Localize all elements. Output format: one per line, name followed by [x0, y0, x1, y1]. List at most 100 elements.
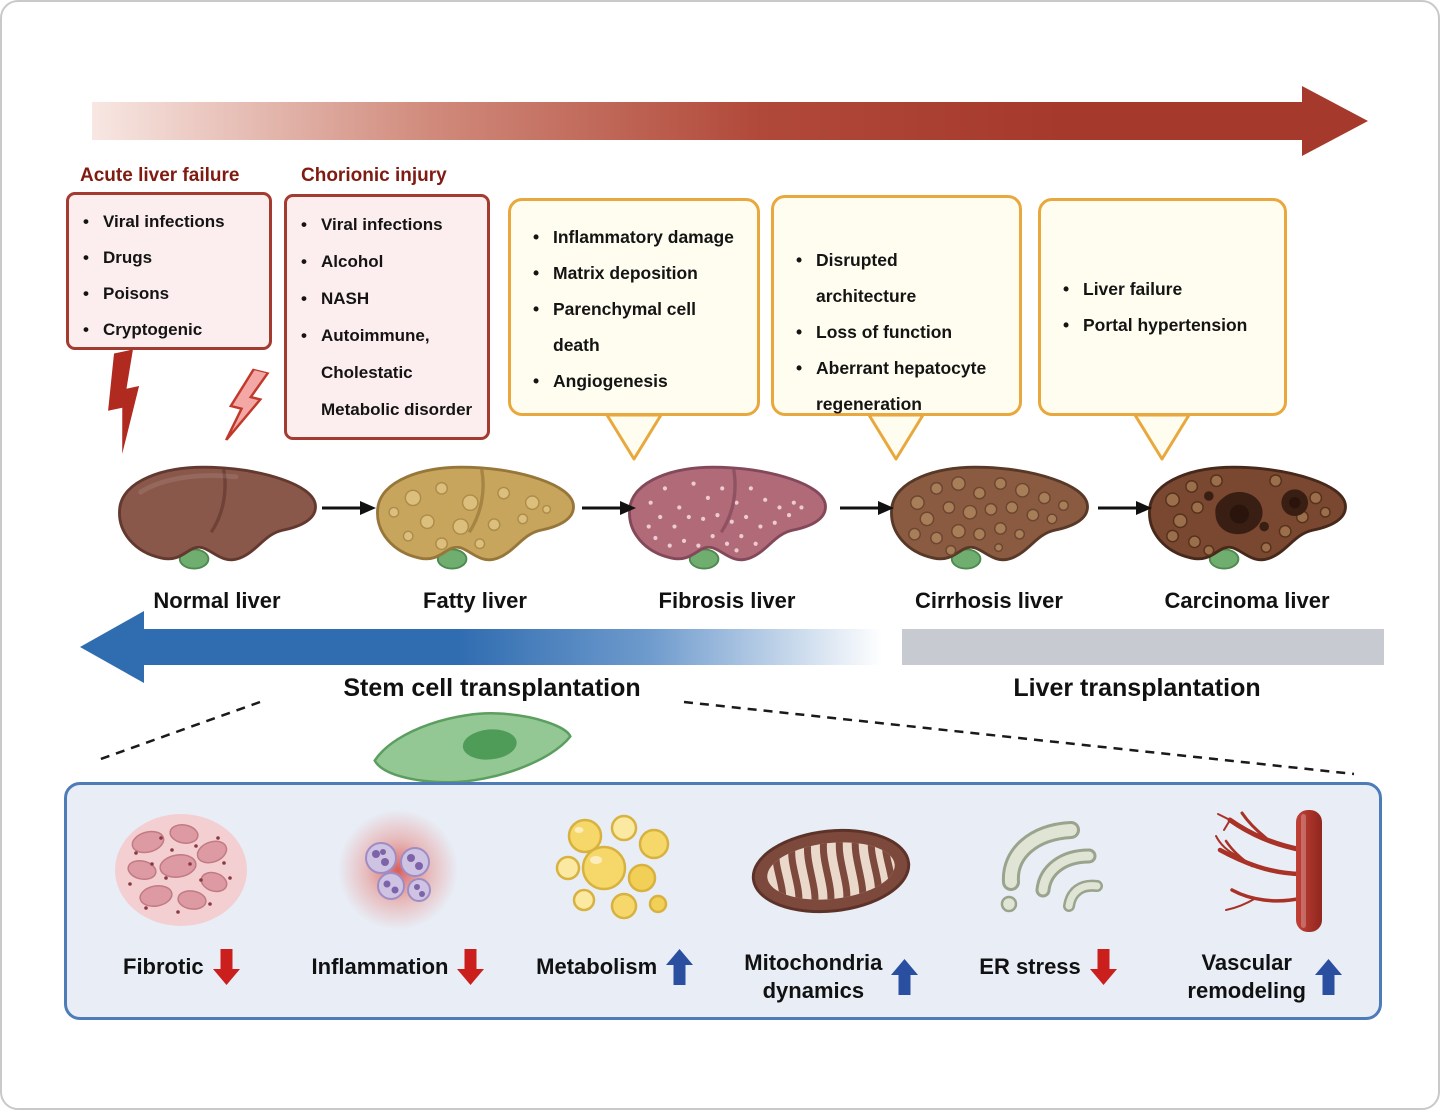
stage-item-label: Portal hypertension: [1083, 315, 1248, 335]
cause-item-label: Alcohol: [321, 252, 384, 271]
right-arrow-icon: [840, 501, 894, 515]
stage-item: Loss of function: [796, 314, 997, 350]
callout-tail-icon: [1133, 413, 1191, 461]
cause-item-label: Metabolic disorder: [321, 400, 473, 419]
down-arrow-icon: [457, 949, 485, 985]
fibrosis-liver-icon: [628, 465, 827, 570]
stage-item-label: Aberrant hepatocyte regeneration: [816, 358, 987, 414]
liver-transplantation-bar: [902, 629, 1384, 665]
effect-label: ER stress: [979, 954, 1081, 979]
fatty-liver-icon: [376, 465, 575, 570]
cause-item: NASH: [301, 280, 477, 317]
effect-label: Fibrotic: [123, 954, 204, 979]
stem-cell-transplantation-label: Stem cell transplantation: [343, 674, 641, 702]
cause-item: Cryptogenic: [83, 312, 259, 348]
normal-liver-icon: [118, 465, 317, 570]
dashed-connectors: [97, 700, 1355, 776]
liver-stage-label: Fatty liver: [423, 588, 527, 613]
carcinoma-liver-icon: [1148, 465, 1347, 570]
fibrosis-features-box: Inflammatory damage Matrix deposition Pa…: [508, 198, 760, 416]
cause-item: Metabolic disorder: [301, 391, 477, 428]
endoplasmic-reticulum-icon: [973, 797, 1123, 945]
lightning-bolt-icon: [108, 349, 140, 454]
lipid-droplets-icon: [540, 797, 690, 945]
stem-cell-effects-panel: Fibrotic: [64, 782, 1382, 1020]
right-arrow-icon: [322, 501, 376, 515]
cause-item-label: Drugs: [103, 248, 153, 267]
effect-label-line: Mitochondria: [744, 950, 883, 975]
cause-item-label: Autoimmune,: [321, 326, 430, 345]
stem-cell-icon: [373, 712, 572, 784]
cause-item-label: Viral infections: [321, 215, 443, 234]
stage-item: Aberrant hepatocyte regeneration: [796, 350, 997, 422]
inflammation-cells-icon: [323, 797, 473, 945]
right-arrow-icon: [582, 501, 636, 515]
cause-item-label: Cryptogenic: [103, 320, 203, 339]
stage-item-label: Parenchymal cell death: [553, 299, 696, 355]
disease-progression-arrowhead-icon: [1302, 86, 1368, 156]
liver-transplantation-label: Liver transplantation: [1013, 674, 1261, 702]
stage-item: Portal hypertension: [1063, 307, 1262, 343]
stage-item-label: Matrix deposition: [553, 263, 698, 283]
effect-metabolism: Metabolism: [506, 797, 723, 1009]
mitochondria-icon: [743, 797, 919, 945]
effect-label-line: remodeling: [1187, 978, 1306, 1003]
liver-stage-label: Normal liver: [153, 588, 281, 613]
down-arrow-icon: [1089, 949, 1117, 985]
up-arrow-icon: [891, 959, 919, 995]
stage-item-label: Angiogenesis: [553, 371, 668, 391]
effect-label: Mitochondria dynamics: [744, 949, 882, 1005]
cause-item: Viral infections: [83, 204, 259, 240]
effect-vascular-remodeling: Vascular remodeling: [1156, 797, 1373, 1009]
cause-item-label: Viral infections: [103, 212, 225, 231]
cause-item: Viral infections: [301, 206, 477, 243]
right-arrow-icon: [1098, 501, 1152, 515]
cause-item: Poisons: [83, 276, 259, 312]
liver-stage-label: Carcinoma liver: [1164, 588, 1330, 613]
fibrotic-tissue-icon: [106, 797, 256, 945]
effect-label: Metabolism: [536, 954, 658, 979]
stage-item-label: Inflammatory damage: [553, 227, 734, 247]
blood-vessel-icon: [1190, 797, 1340, 945]
stage-item: Angiogenesis: [533, 363, 735, 399]
cause-item: Drugs: [83, 240, 259, 276]
chorionic-injury-title: Chorionic injury: [301, 165, 447, 186]
stage-item: Matrix deposition: [533, 255, 735, 291]
up-arrow-icon: [666, 949, 694, 985]
effect-label-line: dynamics: [762, 978, 865, 1003]
effect-label: Vascular remodeling: [1187, 949, 1306, 1005]
effect-mitochondria-dynamics: Mitochondria dynamics: [723, 797, 940, 1009]
liver-stage-label: Fibrosis liver: [658, 588, 796, 613]
stage-item-label: Loss of function: [816, 322, 953, 342]
stem-cell-arrowhead-icon: [80, 611, 144, 683]
cirrhosis-features-box: Disrupted architecture Loss of function …: [771, 195, 1022, 416]
disease-progression-arrow: [92, 102, 1304, 140]
effect-inflammation: Inflammation: [290, 797, 507, 1009]
acute-liver-failure-box: Viral infections Drugs Poisons Cryptogen…: [66, 192, 272, 350]
chorionic-injury-box: Viral infections Alcohol NASH Autoimmune…: [284, 194, 490, 440]
stage-item: Inflammatory damage: [533, 219, 735, 255]
effect-er-stress: ER stress: [940, 797, 1157, 1009]
cause-item-label: Poisons: [103, 284, 170, 303]
cause-item-label: NASH: [321, 289, 370, 308]
stage-item-label: Liver failure: [1083, 279, 1183, 299]
effect-label-line: Vascular: [1201, 950, 1292, 975]
effect-label: Inflammation: [311, 954, 449, 979]
cause-item: Autoimmune,: [301, 317, 477, 354]
up-arrow-icon: [1314, 959, 1342, 995]
stem-cell-transplantation-arrow: [142, 629, 890, 665]
stage-item-label: Disrupted architecture: [816, 250, 917, 306]
cirrhosis-liver-icon: [890, 465, 1089, 570]
down-arrow-icon: [212, 949, 240, 985]
lightning-bolt-icon: [225, 367, 271, 441]
carcinoma-features-box: Liver failure Portal hypertension: [1038, 198, 1287, 416]
stage-item: Parenchymal cell death: [533, 291, 735, 363]
liver-stage-label: Cirrhosis liver: [915, 588, 1063, 613]
acute-liver-failure-title: Acute liver failure: [80, 165, 240, 186]
callout-tail-icon: [867, 413, 925, 461]
cause-item-label: Cholestatic: [321, 363, 413, 382]
callout-tail-icon: [605, 413, 663, 461]
effect-fibrotic: Fibrotic: [73, 797, 290, 1009]
stage-item: Disrupted architecture: [796, 242, 997, 314]
